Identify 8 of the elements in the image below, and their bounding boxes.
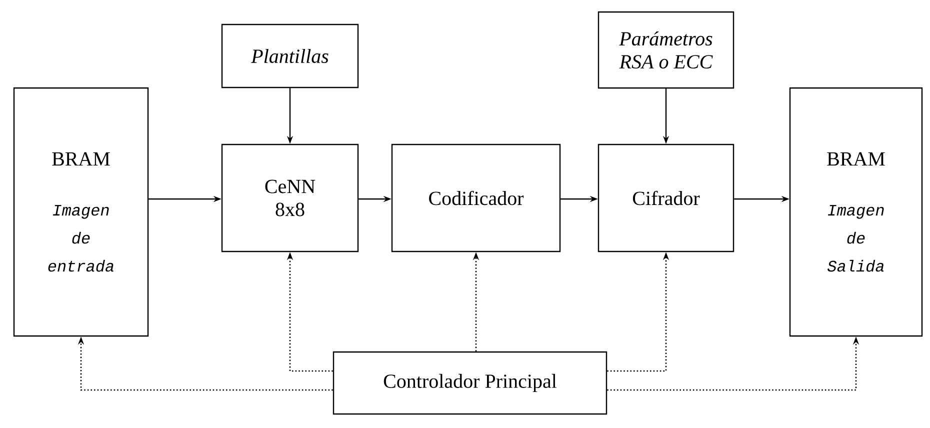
memory-block: BRAM Imagen de Salida: [789, 87, 923, 337]
process-box: Cifrador: [598, 144, 734, 252]
process-box: Codificador: [391, 144, 561, 252]
input-box: Parámetros RSA o ECC: [598, 11, 734, 89]
input-box: Plantillas: [221, 24, 359, 88]
controller-box: Controlador Principal: [332, 351, 608, 415]
memory-block: BRAM Imagen de entrada: [13, 87, 149, 337]
process-box: CeNN 8x8: [221, 144, 359, 252]
